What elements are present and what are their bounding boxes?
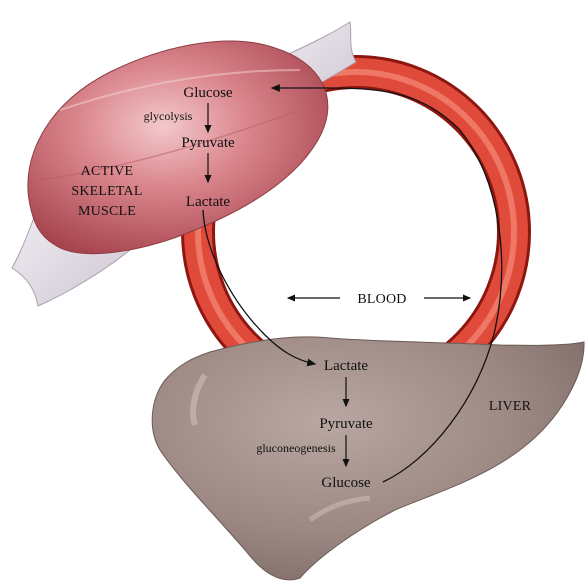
- muscle-title-line-2: SKELETAL: [71, 184, 142, 199]
- muscle-title: ACTIVE SKELETAL MUSCLE: [71, 164, 142, 219]
- liver-glucose-label: Glucose: [321, 475, 370, 491]
- muscle-title-line-3: MUSCLE: [78, 204, 136, 219]
- liver-shape: [152, 337, 584, 580]
- muscle-lactate-label: Lactate: [186, 194, 230, 210]
- gluconeogenesis-label: gluconeogenesis: [256, 441, 336, 455]
- muscle-pyruvate-label: Pyruvate: [181, 135, 235, 151]
- liver-pyruvate-label: Pyruvate: [319, 416, 373, 432]
- muscle-belly: [28, 41, 328, 254]
- muscle-title-line-1: ACTIVE: [81, 164, 134, 179]
- liver-lactate-label: Lactate: [324, 358, 368, 374]
- liver: [152, 337, 584, 580]
- glycolysis-label: glycolysis: [144, 109, 193, 123]
- blood-double-arrow: BLOOD: [288, 292, 470, 307]
- liver-title: LIVER: [489, 399, 532, 414]
- muscle-glucose-label: Glucose: [183, 85, 232, 101]
- blood-label: BLOOD: [357, 292, 406, 307]
